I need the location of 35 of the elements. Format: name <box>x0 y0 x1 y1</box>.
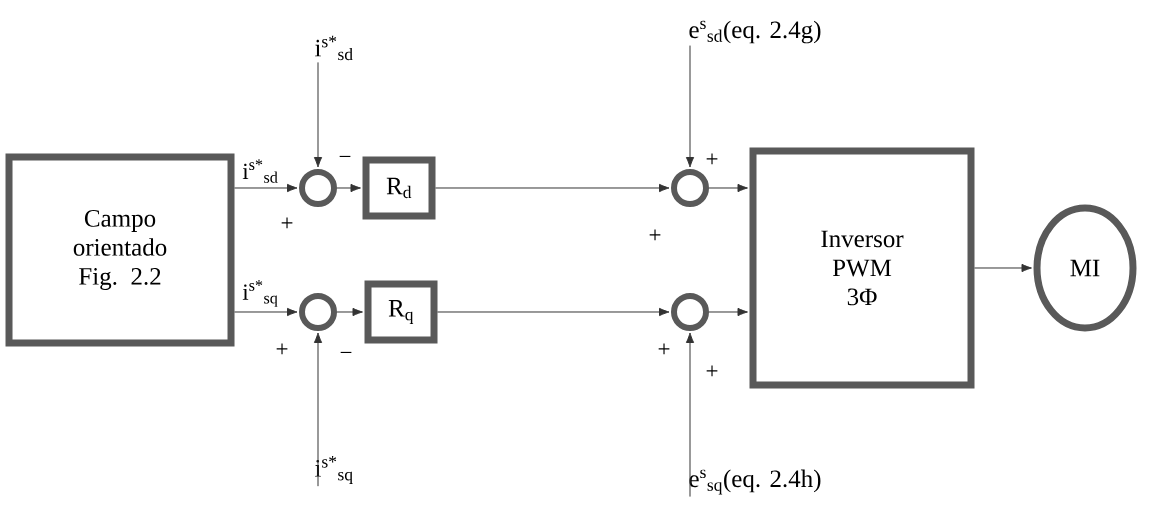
summing-junction <box>671 293 709 331</box>
arrow <box>437 307 670 317</box>
sign-label: + <box>706 365 718 377</box>
signal-label: e$^{s}$$_{sd}$(eq. 2.4g) <box>689 20 821 44</box>
signal-label: i$^{s*}$sq <box>315 456 353 484</box>
summing-junction <box>299 169 337 207</box>
arrow <box>313 332 323 487</box>
sign-label: + <box>706 153 718 165</box>
arrow <box>708 307 748 317</box>
arrow <box>234 183 298 193</box>
arrow <box>313 61 323 168</box>
summing-junction <box>671 169 709 207</box>
block-box: R$_{d}$ <box>362 156 436 220</box>
block-box: Inversor PWM 3Φ <box>749 147 975 389</box>
edge-label: i$^{s*}$sq <box>241 279 280 308</box>
arrow <box>336 307 363 317</box>
arrow <box>708 183 748 193</box>
arrow <box>234 307 298 317</box>
arrow <box>685 332 695 498</box>
summing-junction <box>299 293 337 331</box>
sign-label: − <box>339 155 351 158</box>
signal-label: e$^{s}$$_{sq}$(eq. 2.4h) <box>689 469 821 495</box>
sign-label: + <box>649 229 661 241</box>
edge-label: i$^{s*}$sd <box>241 158 280 184</box>
sign-label: + <box>276 343 288 355</box>
sign-label: + <box>281 217 293 229</box>
arrow <box>435 183 670 193</box>
sign-label: − <box>340 351 352 353</box>
block-box: R$_{q}$ <box>364 280 438 344</box>
signal-label: i$^{s*}$sd <box>315 35 353 61</box>
arrow <box>974 263 1032 273</box>
block-box: Campo orientado Fig. 2.2 <box>5 153 235 347</box>
arrow <box>336 183 361 193</box>
arrow <box>685 45 695 168</box>
sign-label: + <box>658 343 670 355</box>
